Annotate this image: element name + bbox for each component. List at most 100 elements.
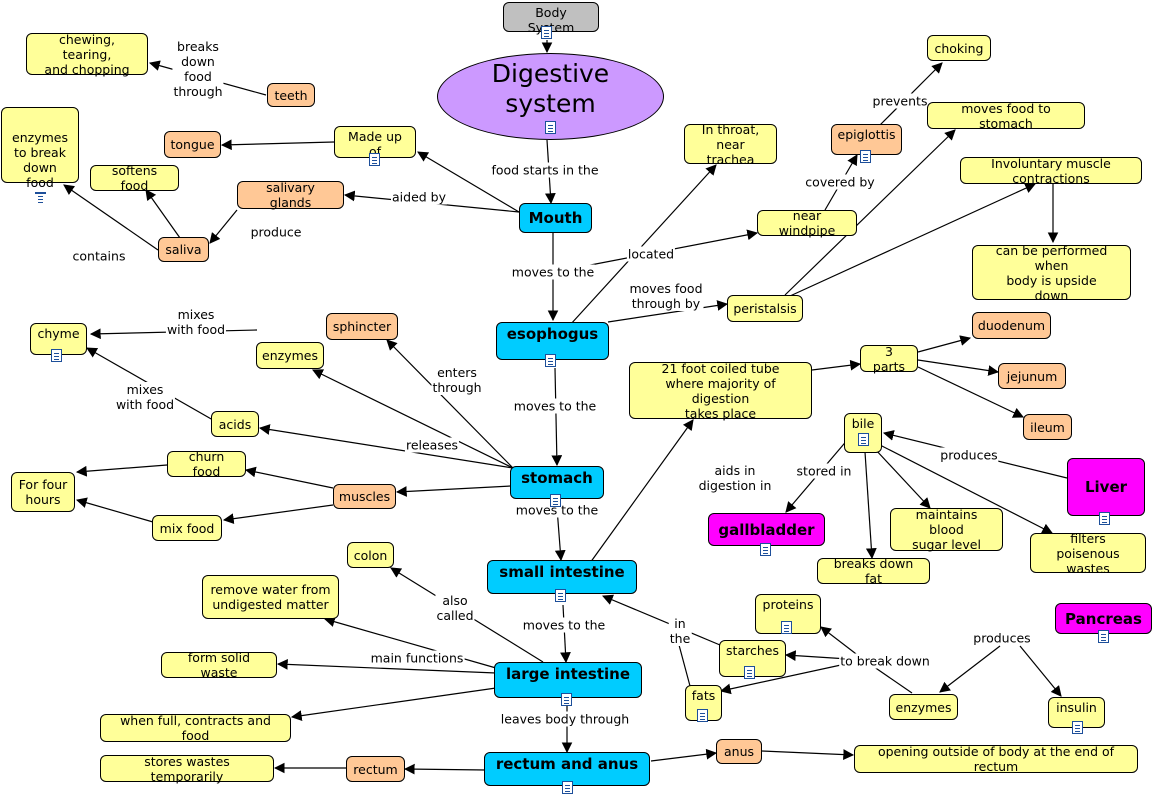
node-opening-outside-body[interactable]: opening outside of body at the end of re… — [854, 744, 1138, 774]
node-enzymes-break-down[interactable]: enzymes to break down food — [1, 107, 79, 197]
node-acids-label: acids — [218, 416, 252, 432]
node-starches[interactable]: starches — [719, 640, 786, 677]
node-for-four-hours[interactable]: For four hours — [11, 472, 75, 512]
document-icon[interactable] — [760, 543, 771, 556]
node-liver-label: Liver — [1084, 478, 1128, 496]
node-remove-water[interactable]: remove water from undigested matter — [202, 575, 339, 619]
node-stores-wastes[interactable]: stores wastes temporarily — [100, 754, 274, 784]
node-made-up-of[interactable]: Made up of — [334, 126, 416, 159]
node-duodenum-label: duodenum — [977, 318, 1046, 333]
node-choking[interactable]: choking — [927, 35, 991, 61]
link-label-main-functions: main functions — [369, 650, 465, 666]
document-icon[interactable] — [555, 589, 566, 602]
document-icon[interactable] — [857, 433, 869, 446]
node-enzymes-pancreas[interactable]: enzymes — [889, 694, 958, 720]
document-icon[interactable] — [561, 693, 572, 706]
document-icon[interactable] — [550, 494, 561, 507]
node-anus[interactable]: anus — [716, 739, 762, 764]
node-bile[interactable]: bile — [844, 413, 882, 453]
node-mix-food-label: mix food — [159, 520, 215, 536]
node-ileum-label: ileum — [1030, 419, 1065, 435]
document-icon[interactable] — [1072, 721, 1083, 734]
node-three-parts[interactable]: 3 parts — [860, 344, 918, 374]
node-rectum-and-anus-label: rectum and anus — [495, 755, 639, 773]
node-tongue-label: tongue — [170, 137, 215, 152]
node-choking-label: choking — [934, 40, 984, 56]
document-icon[interactable] — [545, 354, 556, 367]
node-acids[interactable]: acids — [211, 411, 259, 437]
document-icon[interactable] — [562, 781, 573, 794]
node-blood-sugar[interactable]: maintains blood sugar level — [890, 507, 1003, 552]
node-softens-food-label: softens food — [111, 163, 158, 193]
document-icon[interactable] — [34, 192, 46, 197]
link-label-located: located — [626, 246, 676, 262]
node-rectum-label: rectum — [353, 761, 398, 777]
node-mix-food[interactable]: mix food — [152, 515, 222, 541]
node-gallbladder[interactable]: gallbladder — [708, 513, 825, 546]
node-churn-food[interactable]: churn food — [167, 449, 246, 479]
node-filters-wastes[interactable]: filters poisenous wastes — [1030, 531, 1146, 576]
node-liver[interactable]: Liver — [1067, 458, 1145, 516]
node-breaks-down-fat[interactable]: breaks down fat — [817, 556, 930, 586]
node-proteins[interactable]: proteins — [755, 594, 821, 634]
document-icon[interactable] — [781, 621, 792, 634]
link-label-produce: produce — [249, 224, 303, 240]
node-rectum[interactable]: rectum — [346, 756, 405, 782]
link-label-food-starts-in: food starts in the — [490, 162, 600, 178]
node-mouth[interactable]: Mouth — [519, 203, 592, 233]
node-upside-down[interactable]: can be performed when body is upside dow… — [972, 242, 1131, 303]
node-colon[interactable]: colon — [347, 542, 394, 568]
document-icon[interactable] — [369, 153, 380, 166]
node-large-intestine[interactable]: large intestine — [494, 662, 642, 698]
node-in-throat[interactable]: In throat, near trachea — [684, 122, 777, 167]
node-chyme[interactable]: chyme — [30, 323, 87, 355]
document-icon[interactable] — [744, 666, 755, 679]
document-icon[interactable] — [697, 709, 708, 722]
document-icon[interactable] — [1099, 512, 1110, 525]
link-label-in-the: in the — [668, 616, 692, 646]
node-near-windpipe[interactable]: near windpipe — [757, 208, 857, 238]
node-involuntary-contractions[interactable]: Involuntary muscle contractions — [960, 156, 1142, 186]
node-remove-water-label: remove water from undigested matter — [210, 582, 331, 612]
link-label-produces-pancreas: produces — [972, 630, 1032, 646]
document-icon[interactable] — [541, 26, 552, 39]
node-coiled-tube[interactable]: 21 foot coiled tube where majority of di… — [629, 360, 812, 421]
node-sphincter[interactable]: sphincter — [326, 313, 398, 340]
node-ileum[interactable]: ileum — [1023, 414, 1072, 440]
link-label-aided-by: aided by — [391, 189, 447, 205]
node-coiled-tube-label: 21 foot coiled tube where majority of di… — [661, 360, 780, 421]
node-stomach[interactable]: stomach — [510, 466, 604, 499]
node-salivary-glands[interactable]: salivary glands — [237, 180, 344, 210]
node-pancreas[interactable]: Pancreas — [1055, 603, 1152, 634]
node-epiglottis[interactable]: epiglottis — [831, 124, 902, 155]
node-small-intestine[interactable]: small intestine — [487, 560, 637, 594]
node-body-system[interactable]: Body System — [503, 2, 599, 35]
node-proteins-label: proteins — [762, 597, 814, 612]
node-softens-food[interactable]: softens food — [90, 163, 179, 193]
node-saliva[interactable]: saliva — [158, 237, 209, 262]
node-for-four-hours-label: For four hours — [18, 477, 68, 507]
node-teeth[interactable]: teeth — [267, 83, 315, 107]
node-teeth-label: teeth — [274, 87, 308, 103]
node-upside-down-label: can be performed when body is upside dow… — [995, 242, 1108, 303]
node-form-solid-waste[interactable]: form solid waste — [161, 650, 277, 680]
node-digestive-system[interactable]: Digestive system — [437, 53, 664, 140]
node-jejunum[interactable]: jejunum — [998, 363, 1066, 389]
node-when-full[interactable]: when full, contracts and food — [100, 713, 291, 743]
node-esophagus[interactable]: esophogus — [496, 322, 609, 360]
link-label-moves-food-through-by: moves food through by — [628, 281, 704, 311]
node-duodenum[interactable]: duodenum — [972, 312, 1051, 339]
node-peristalsis[interactable]: peristalsis — [727, 295, 803, 322]
document-icon[interactable] — [545, 121, 556, 134]
node-tongue[interactable]: tongue — [164, 131, 221, 158]
document-icon[interactable] — [860, 150, 871, 163]
node-gallbladder-label: gallbladder — [718, 520, 815, 539]
node-muscles[interactable]: muscles — [333, 484, 396, 509]
node-enzymes-stomach[interactable]: enzymes — [256, 342, 324, 369]
node-rectum-and-anus[interactable]: rectum and anus — [484, 752, 650, 786]
node-insulin-label: insulin — [1056, 700, 1097, 715]
node-moves-food-to-stomach[interactable]: moves food to stomach — [927, 101, 1085, 131]
document-icon[interactable] — [51, 349, 62, 362]
node-chewing[interactable]: chewing, tearing, and chopping — [26, 32, 148, 77]
document-icon[interactable] — [1098, 630, 1109, 643]
